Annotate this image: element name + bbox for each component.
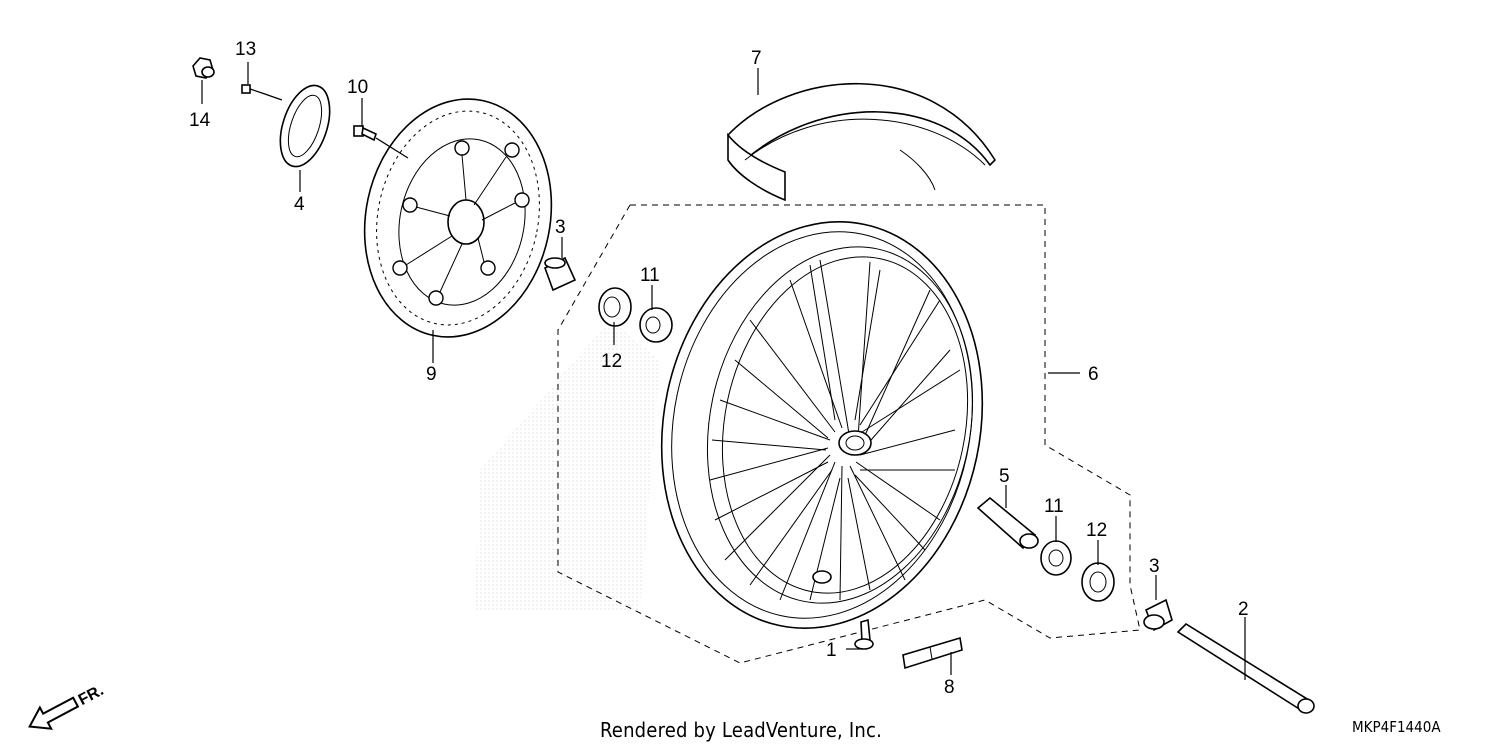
diagram-code: MKP4F1440A bbox=[1352, 718, 1441, 736]
callout-3-right: 3 bbox=[1149, 556, 1160, 577]
callout-14: 14 bbox=[189, 110, 211, 131]
callout-12-right: 12 bbox=[1086, 520, 1107, 541]
callout-10: 10 bbox=[347, 77, 368, 98]
callout-2: 2 bbox=[1238, 599, 1249, 620]
axle-part-2[interactable] bbox=[1176, 622, 1315, 714]
callout-12-left: 12 bbox=[601, 351, 622, 372]
callout-1: 1 bbox=[826, 640, 837, 661]
callout-5: 5 bbox=[999, 466, 1010, 487]
credit-text: Rendered by LeadVenture, Inc. bbox=[600, 718, 882, 742]
callout-3-left: 3 bbox=[555, 217, 566, 238]
direction-label: FR. bbox=[76, 682, 107, 709]
collar-part-3-left[interactable] bbox=[544, 256, 577, 292]
callout-7: 7 bbox=[751, 48, 762, 69]
brake-disc-part-9[interactable] bbox=[343, 81, 573, 354]
tire-part-7[interactable] bbox=[726, 82, 997, 202]
callout-11-left: 11 bbox=[640, 265, 660, 286]
callout-6: 6 bbox=[1088, 364, 1099, 385]
valve-part-1[interactable] bbox=[854, 618, 874, 650]
watermark-dots bbox=[475, 320, 660, 610]
front-direction-arrow: FR. bbox=[28, 682, 107, 730]
bearing-part-12-right[interactable] bbox=[1081, 562, 1115, 602]
seal-part-11-right[interactable] bbox=[1040, 540, 1072, 576]
callout-numbers: 1 2 3 3 4 5 6 7 8 9 10 11 11 12 12 13 14 bbox=[189, 39, 1249, 698]
nut-part-14[interactable] bbox=[192, 57, 215, 79]
callout-13: 13 bbox=[235, 39, 256, 60]
wheel-part-6[interactable] bbox=[625, 192, 1019, 659]
assembly-boundary bbox=[557, 204, 1141, 664]
callout-9: 9 bbox=[426, 364, 437, 385]
callout-11-right: 11 bbox=[1044, 496, 1064, 517]
pulser-ring-part-4[interactable] bbox=[271, 79, 339, 172]
collar-part-3-right[interactable] bbox=[1143, 598, 1173, 632]
seal-part-11-left[interactable] bbox=[639, 307, 673, 343]
leader-lines bbox=[201, 62, 1246, 680]
balance-weight-part-8[interactable] bbox=[902, 636, 963, 670]
callout-8: 8 bbox=[944, 677, 955, 698]
bearing-part-12-left[interactable] bbox=[598, 287, 632, 327]
callout-4: 4 bbox=[294, 194, 305, 215]
distance-collar-part-5[interactable] bbox=[976, 496, 1039, 550]
screw-part-13[interactable] bbox=[241, 84, 263, 94]
bolt-part-10[interactable] bbox=[353, 125, 377, 142]
